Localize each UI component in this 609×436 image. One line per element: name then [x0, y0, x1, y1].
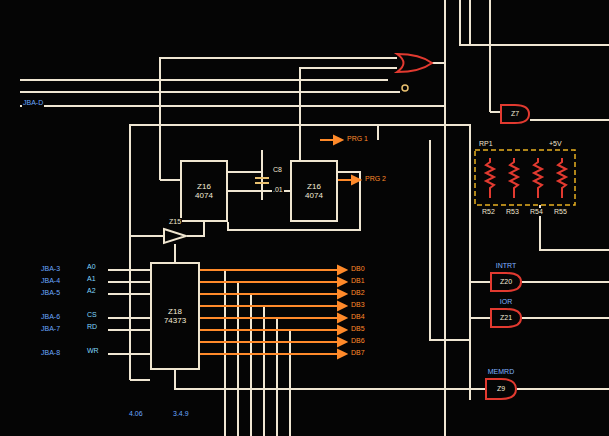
part-number: 4074: [305, 191, 323, 200]
signal-label: DB0: [350, 265, 366, 273]
signal-label: R54: [529, 208, 544, 216]
signal-label: C8: [272, 166, 283, 174]
signal-name: MEMRD: [487, 368, 515, 376]
signal-label: DB7: [350, 349, 366, 357]
wire-connector: [187, 222, 204, 236]
buffer-triangle: Z15: [163, 228, 187, 244]
signal-label: R52: [481, 208, 496, 216]
or-gate-symbol: [397, 54, 432, 72]
junction-symbol: [402, 85, 408, 91]
signal-label: JBA-D: [22, 99, 44, 107]
part-number: Z16: [307, 182, 321, 191]
wire-connector: [175, 370, 485, 389]
signal-name: INTRT: [495, 262, 517, 270]
signal-label: DB2: [350, 289, 366, 297]
signal-name: IOR: [499, 298, 513, 306]
resistor-pack-outline: [475, 150, 575, 205]
logic-gate: Z7: [500, 104, 530, 124]
logic-gate: INTRTZ20: [490, 272, 522, 292]
signal-label: DB6: [350, 337, 366, 345]
part-number: Z18: [168, 307, 182, 316]
part-number: Z20: [500, 278, 512, 286]
buffer-outline: [163, 228, 187, 244]
signal-label: JBA-4: [40, 277, 61, 285]
signal-label: JBA-6: [40, 313, 61, 321]
logic-gate: MEMRDZ9: [485, 378, 517, 400]
signal-label: WR: [86, 347, 100, 355]
flip-flop-box: Z164074: [290, 160, 338, 222]
signal-label: DB1: [350, 277, 366, 285]
part-number: Z15: [168, 218, 182, 226]
signal-label: JBA-5: [40, 289, 61, 297]
part-number: Z9: [497, 385, 505, 393]
signal-label: A2: [86, 287, 97, 295]
signal-label: A1: [86, 275, 97, 283]
latch-chip: Z1874373: [150, 262, 200, 370]
logic-gate: IORZ21: [490, 308, 522, 328]
part-number: Z21: [500, 314, 512, 322]
resistor-symbol: [486, 158, 566, 198]
part-number: Z7: [511, 110, 519, 118]
signal-label: R55: [553, 208, 568, 216]
signal-label: R53: [505, 208, 520, 216]
wire-connector: [174, 244, 176, 262]
signal-label: DB4: [350, 313, 366, 321]
capacitor-symbol: [255, 178, 269, 183]
signal-label: 3.4.9: [172, 410, 190, 418]
flip-flop-box: Z164074: [180, 160, 228, 222]
signal-label: +5V: [548, 140, 563, 148]
signal-label: JBA-3: [40, 265, 61, 273]
signal-label: A0: [86, 263, 97, 271]
signal-label: RD: [86, 323, 98, 331]
signal-label: JBA-8: [40, 349, 61, 357]
signal-label: .01: [272, 186, 284, 194]
signal-label: DB3: [350, 301, 366, 309]
signal-label: 4.06: [128, 410, 144, 418]
signal-label: RP1: [478, 140, 494, 148]
part-number: Z16: [197, 182, 211, 191]
signal-label: JBA-7: [40, 325, 61, 333]
signal-label: CS: [86, 311, 98, 319]
part-number: 74373: [164, 316, 186, 325]
signal-label: PRG 2: [364, 175, 387, 183]
signal-label: PRG 1: [346, 135, 369, 143]
wire-group: [20, 0, 609, 436]
part-number: 4074: [195, 191, 213, 200]
signal-label: DB5: [350, 325, 366, 333]
